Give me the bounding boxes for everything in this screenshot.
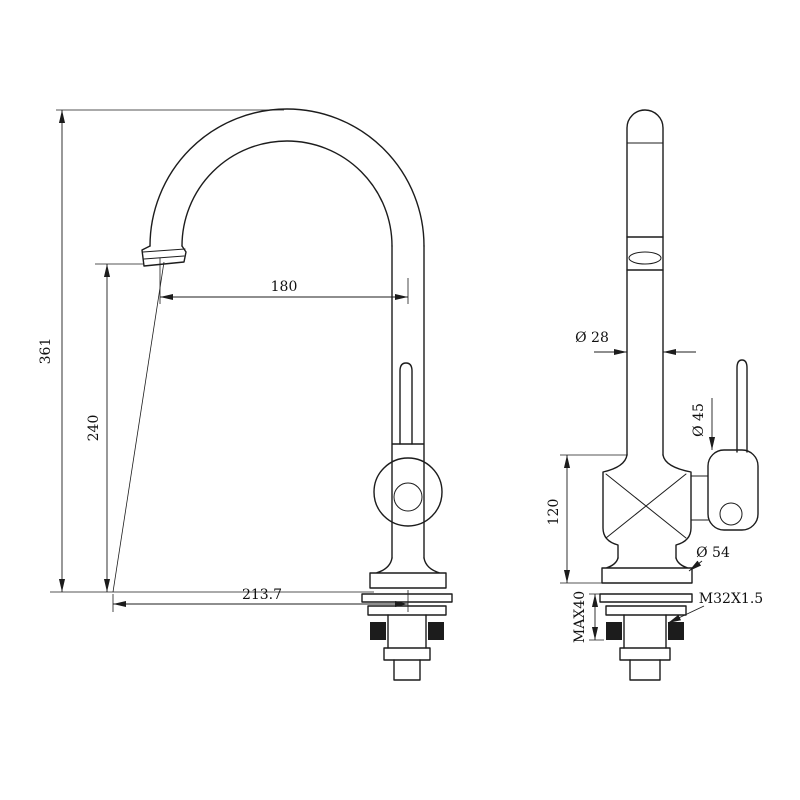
shank-lower-tube xyxy=(393,659,421,681)
dim-pipe-diameter-label: Ø 28 xyxy=(575,330,609,346)
dimension-reach: 180 xyxy=(159,258,409,304)
spout-projection-line xyxy=(112,261,165,593)
spout-inner-arc xyxy=(181,140,393,247)
dim-spout-height-label: 240 xyxy=(86,415,102,442)
side-body-cross-lines xyxy=(605,473,687,539)
extension-lines xyxy=(50,109,374,593)
side-body xyxy=(602,454,692,559)
threaded-shank xyxy=(623,614,667,649)
base-flare xyxy=(369,557,447,589)
dimension-total-reach: 213.7 xyxy=(112,587,409,612)
dimension-handle-body-diameter: Ø 45 xyxy=(691,398,716,450)
dim-total-reach-label: 213.7 xyxy=(242,587,282,603)
handle-rod xyxy=(736,359,748,453)
swivel-joint xyxy=(626,236,664,271)
mounting-plate-upper xyxy=(361,593,453,603)
dim-total-height-label: 361 xyxy=(38,338,54,365)
leader-line xyxy=(667,605,705,624)
dim-reach-label: 180 xyxy=(271,279,298,295)
leader-line xyxy=(688,560,703,572)
mounting-nut-right xyxy=(428,622,444,640)
extension-lines xyxy=(560,454,627,584)
mounting-nut-left xyxy=(606,622,622,640)
mounting-nut-right xyxy=(668,622,684,640)
dimension-max-thickness: MAX40 xyxy=(572,591,604,643)
side-handle xyxy=(690,359,759,531)
extension-lines xyxy=(589,593,604,641)
spout-outer-arc xyxy=(149,108,425,247)
handle-boss-connectors xyxy=(690,475,709,521)
shank-collar xyxy=(383,647,431,661)
dim-thread-spec-label: M32X1.5 xyxy=(699,591,763,607)
front-view: 361 240 180 213.7 xyxy=(38,108,453,681)
mounting-plate-upper xyxy=(599,593,693,603)
dim-handle-body-label: Ø 45 xyxy=(691,403,707,437)
shank-collar xyxy=(619,647,671,661)
dimension-spout-height: 240 xyxy=(86,263,143,592)
dimension-thread-spec: M32X1.5 xyxy=(667,591,763,624)
swivel-joint-ellipse xyxy=(628,251,662,265)
valve-body-inner-circle xyxy=(393,482,423,512)
side-spout-pipe xyxy=(626,109,664,456)
side-base-flange xyxy=(601,557,693,584)
handle-boss xyxy=(707,449,759,531)
mounting-hardware-side xyxy=(599,593,693,681)
swivel-joint-lines xyxy=(626,236,664,271)
side-view: Ø 28 Ø 45 120 Ø 54 MAX40 M32X1.5 xyxy=(546,109,763,681)
dimension-body-height: 120 xyxy=(546,454,627,584)
mounting-nut-left xyxy=(370,622,386,640)
dimension-total-height: 361 xyxy=(38,109,374,593)
mounting-plate-lower xyxy=(367,605,447,616)
handle-lever xyxy=(399,362,413,445)
dim-max-thickness-label: MAX40 xyxy=(572,591,588,643)
threaded-shank xyxy=(387,614,427,649)
handle-pivot-circle xyxy=(719,502,743,526)
valve-body-circle xyxy=(373,457,443,527)
mounting-plate-lower xyxy=(605,605,687,616)
aerator-lines xyxy=(142,248,186,260)
dimension-pipe-diameter: Ø 28 xyxy=(575,330,696,356)
dimension-base-diameter: Ø 54 xyxy=(688,545,730,572)
shank-lower-tube xyxy=(629,659,661,681)
dim-base-diameter-label: Ø 54 xyxy=(696,545,730,561)
mounting-hardware-front xyxy=(361,593,453,681)
dim-body-height-label: 120 xyxy=(546,499,562,526)
